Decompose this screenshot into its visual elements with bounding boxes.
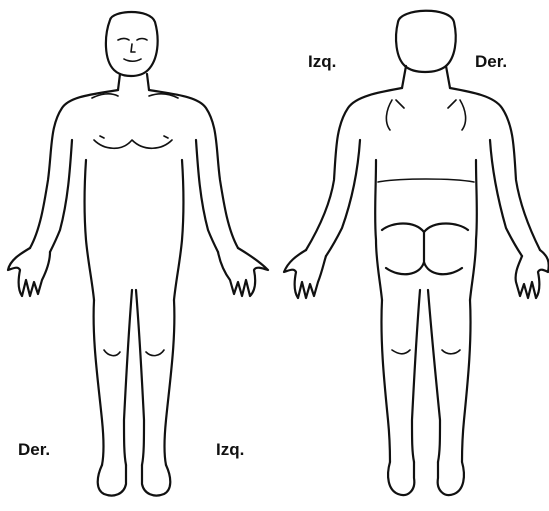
back-shoulder-blades	[386, 100, 465, 130]
back-left-side-label: Izq.	[308, 52, 336, 72]
front-face	[118, 39, 147, 62]
front-legs	[94, 290, 175, 465]
back-right-hand	[516, 250, 549, 298]
front-chest	[92, 94, 178, 148]
back-feet	[388, 462, 464, 495]
front-left-hand	[218, 248, 268, 296]
front-right-side-label: Der.	[18, 440, 50, 460]
front-torso-sides	[85, 160, 184, 300]
back-left-hand	[284, 250, 326, 298]
front-figure	[8, 12, 268, 496]
front-left-side-label: Izq.	[216, 440, 244, 460]
back-figure	[284, 11, 549, 495]
front-inner-arms	[50, 140, 218, 252]
back-buttocks	[382, 224, 468, 275]
back-legs	[381, 290, 470, 462]
front-feet	[98, 465, 171, 496]
back-knees	[392, 350, 460, 354]
front-right-hand	[8, 248, 50, 296]
back-head	[396, 11, 456, 72]
back-right-side-label: Der.	[475, 52, 507, 72]
back-waist	[378, 179, 474, 182]
front-knees	[104, 350, 164, 356]
